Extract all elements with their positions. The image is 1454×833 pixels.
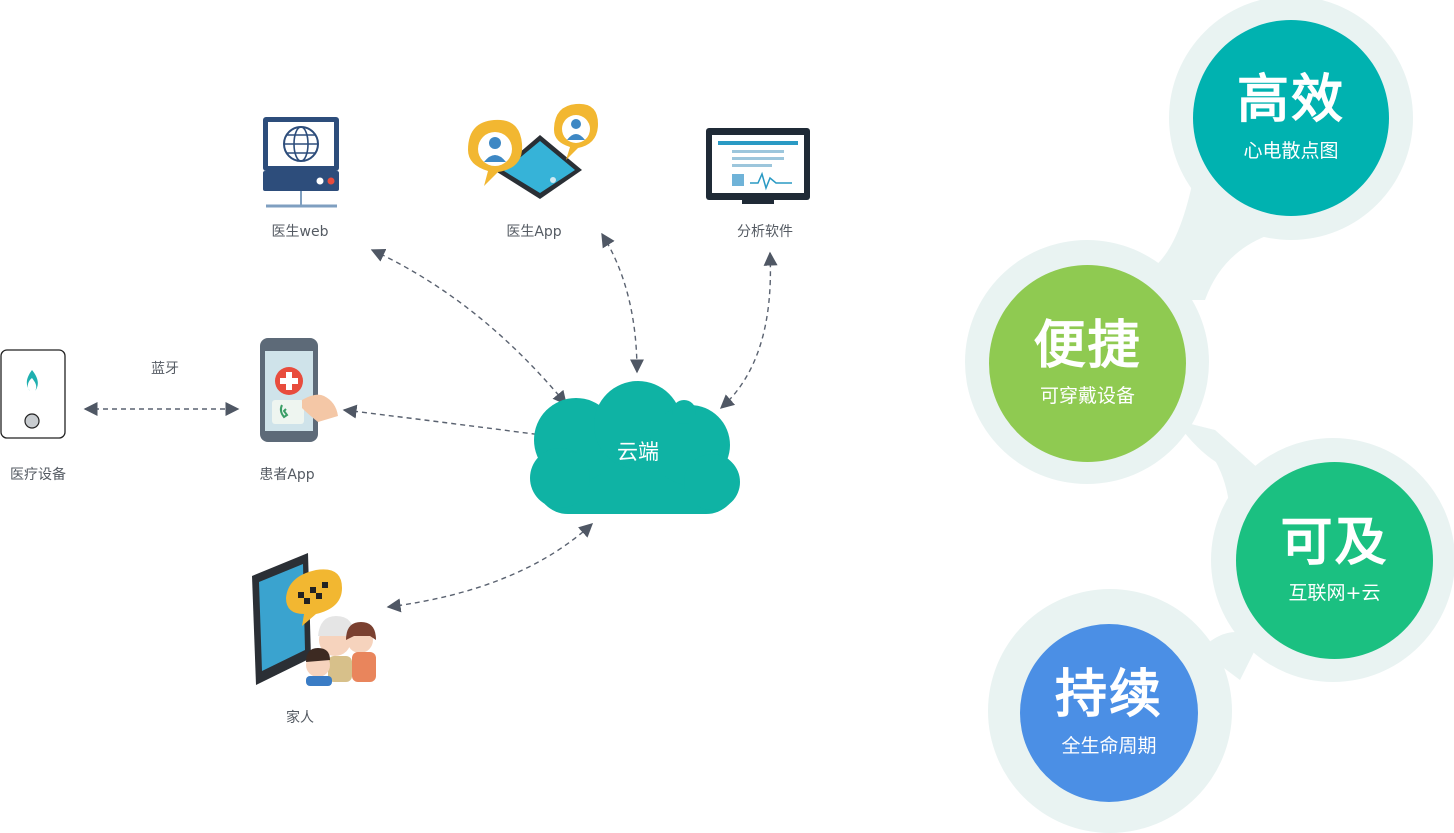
cloud-shape xyxy=(530,381,740,514)
medical-device-icon xyxy=(0,349,66,439)
feature-efficient: 高效 心电散点图 xyxy=(1193,20,1389,216)
cloud-label: 云端 xyxy=(617,440,659,464)
analysis-software-icon xyxy=(706,128,810,204)
feature-subtitle: 心电散点图 xyxy=(1243,139,1339,162)
medical-device-label: 医疗设备 xyxy=(10,467,66,483)
patient-app-label: 患者App xyxy=(259,467,315,483)
doctor-app-label: 医生App xyxy=(506,224,562,240)
bluetooth-label: 蓝牙 xyxy=(151,361,179,377)
feature-convenient: 便捷 可穿戴设备 xyxy=(989,265,1186,462)
feature-title: 高效 xyxy=(1236,70,1345,131)
link-analysis-cloud xyxy=(719,251,778,409)
doctor-app-icon xyxy=(468,103,598,199)
feature-title: 可及 xyxy=(1280,512,1389,573)
family-icon xyxy=(252,553,376,686)
link-family-cloud xyxy=(386,523,594,613)
feature-subtitle: 全生命周期 xyxy=(1061,734,1157,757)
feature-accessible: 可及 互联网+云 xyxy=(1236,462,1433,659)
patient-app-icon xyxy=(260,338,338,442)
feature-continuous: 持续 全生命周期 xyxy=(1020,624,1198,802)
feature-title: 便捷 xyxy=(1033,315,1142,376)
link-app-cloud xyxy=(601,232,644,374)
doctor-web-label: 医生web xyxy=(271,224,329,240)
connections xyxy=(83,232,778,613)
feature-subtitle: 可穿戴设备 xyxy=(1039,385,1135,408)
link-patient-cloud xyxy=(342,404,551,442)
family-label: 家人 xyxy=(286,710,314,726)
analysis-software-label: 分析软件 xyxy=(737,224,793,240)
feature-subtitle: 互联网+云 xyxy=(1288,582,1381,605)
doctor-web-icon xyxy=(263,117,339,208)
feature-title: 持续 xyxy=(1054,665,1163,726)
link-web-cloud xyxy=(370,248,567,406)
